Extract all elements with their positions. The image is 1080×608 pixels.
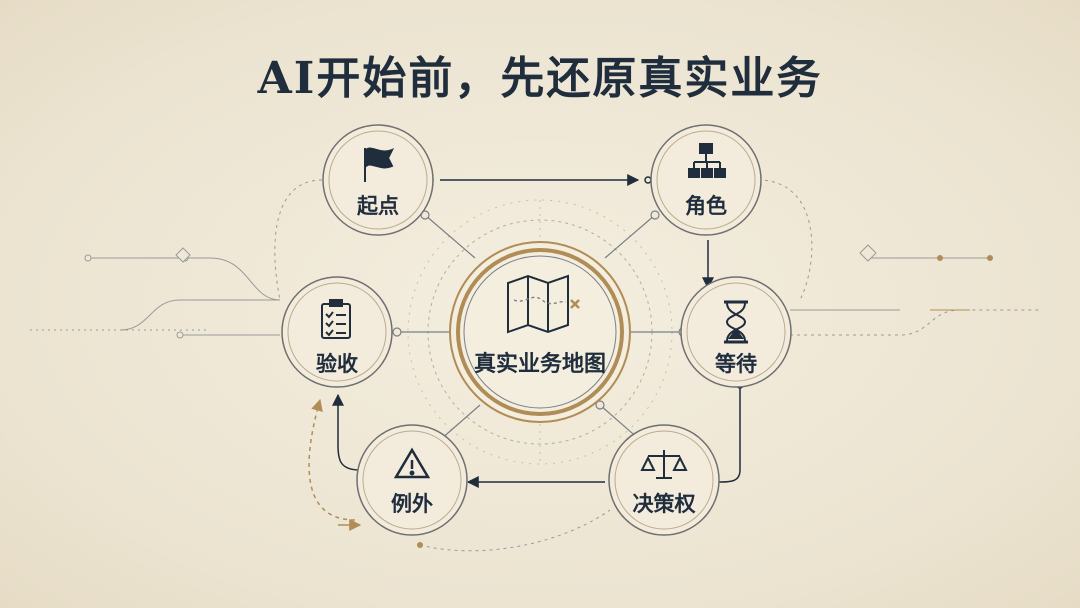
map-icon bbox=[507, 274, 580, 334]
node-label-accept: 验收 bbox=[316, 351, 358, 376]
hourglass-icon bbox=[724, 300, 748, 344]
node-label-start: 起点 bbox=[357, 193, 399, 218]
outer-connectors bbox=[274, 179, 813, 301]
clipboard-checklist-icon bbox=[321, 299, 351, 339]
warning-icon bbox=[393, 447, 431, 479]
node-roles-circle bbox=[650, 124, 762, 236]
center-circle bbox=[449, 241, 631, 423]
org-chart-icon bbox=[688, 143, 726, 178]
decorative-lines bbox=[30, 244, 1040, 339]
arrow-exception-to-accept bbox=[332, 393, 361, 471]
center-label: 真实业务地图 bbox=[473, 351, 606, 377]
arrow-wait-to-decision bbox=[705, 385, 741, 483]
flag-icon bbox=[364, 147, 395, 182]
node-label-decision: 决策权 bbox=[632, 491, 696, 516]
scales-icon bbox=[640, 450, 688, 479]
node-label-exception: 例外 bbox=[391, 491, 433, 516]
node-label-roles: 角色 bbox=[685, 193, 727, 218]
node-exception-circle bbox=[356, 424, 468, 536]
spokes bbox=[392, 210, 688, 441]
dashed-loop-arrow bbox=[308, 398, 356, 521]
flow-arrows bbox=[332, 174, 744, 488]
node-decision-circle bbox=[608, 424, 720, 536]
node-label-wait: 等待 bbox=[715, 351, 757, 376]
node-start-circle bbox=[322, 124, 434, 236]
page-title: AI开始前，先还原真实业务 bbox=[257, 53, 823, 104]
